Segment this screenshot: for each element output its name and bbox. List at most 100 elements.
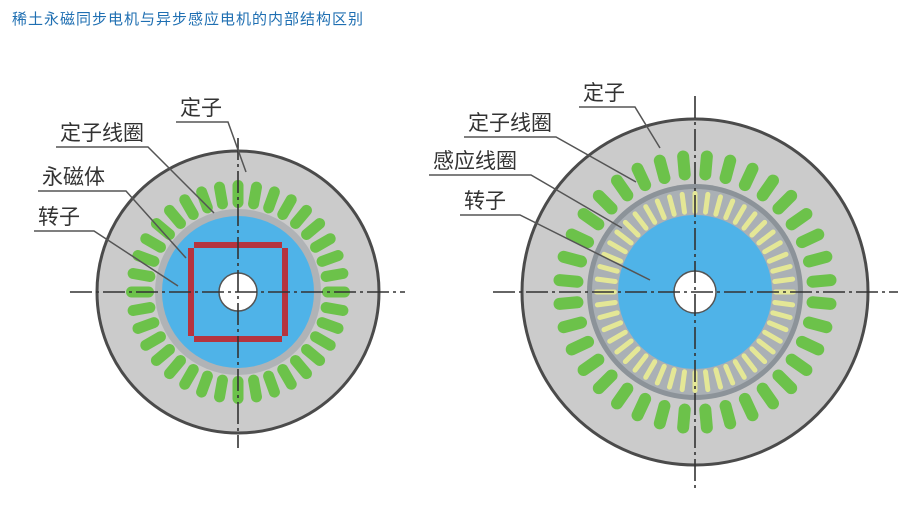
stator-coil [140, 233, 166, 253]
rotor-bar [632, 353, 649, 373]
stator-coil [316, 250, 344, 267]
stator-coil [592, 369, 618, 395]
stator-coil [316, 317, 344, 334]
im-stator-coil-label: 定子线圈 [468, 111, 552, 135]
stator-coil [248, 181, 262, 210]
rotor-bar [723, 363, 736, 386]
stator-coil [592, 189, 618, 215]
pmsm-magnet-label: 永磁体 [42, 165, 105, 189]
rotor-bar [597, 310, 620, 320]
rotor-bar [703, 369, 711, 393]
stator-coil [127, 268, 156, 282]
rotor-bar [732, 204, 747, 225]
stator-coil [557, 250, 588, 268]
stator-coil [150, 218, 175, 240]
stator-coil [802, 250, 833, 268]
rotor-bar [766, 251, 789, 264]
rotor-bar [654, 198, 667, 221]
stator-coil [132, 317, 160, 334]
rotor-bar [732, 359, 747, 380]
im-induction-coil-leader-line [429, 174, 623, 229]
stator-coil [214, 374, 228, 403]
im-stator-coil-leader-line [464, 136, 637, 183]
rotor-bar [770, 264, 793, 274]
rotor-bar [622, 219, 641, 238]
rotor-bar [667, 367, 677, 390]
rotor-bar [762, 240, 783, 255]
stator-coil [127, 302, 156, 316]
stator-coil [610, 382, 634, 410]
rotor-bar [703, 191, 711, 215]
pmsm-stator-coil-leader-line [56, 146, 215, 214]
stator-coil [772, 369, 798, 395]
rotor-bar [766, 320, 789, 333]
stator-coil [719, 399, 737, 430]
stator-coil [320, 268, 349, 282]
stator-coil [677, 150, 691, 181]
rotor-bar [597, 264, 620, 274]
stator-coil [738, 162, 759, 192]
stator-coil [785, 207, 813, 231]
pmsm-rotor-leader-line [34, 230, 179, 287]
stator-coil [263, 370, 280, 398]
stator-coils [126, 180, 350, 404]
stator-coil [653, 154, 671, 185]
page-title: 稀土永磁同步电机与异步感应电机的内部结构区别 [12, 10, 365, 28]
stator-coil [164, 355, 186, 380]
rotor-bar [723, 198, 736, 221]
stator-coil [772, 189, 798, 215]
stator-coil [248, 374, 262, 403]
pmsm-stator-coil-label: 定子线圈 [60, 121, 144, 145]
stator-coil [214, 181, 228, 210]
stator-coil [277, 194, 297, 220]
rotor-bar [679, 369, 687, 393]
stator-coil [795, 335, 825, 356]
rotor-bar [713, 194, 723, 217]
stator-coil [806, 296, 837, 310]
stator-coil [653, 399, 671, 430]
rotor-bar [713, 367, 723, 390]
rotor-bar [749, 346, 768, 365]
rotor-bar [632, 211, 649, 231]
stator-coil [677, 403, 691, 434]
im-rotor-leader-line [460, 214, 651, 281]
im-stator-leader-line [579, 106, 661, 149]
rotor-bar [607, 329, 628, 344]
rotor-bar [594, 300, 618, 308]
stator-coil [553, 274, 584, 288]
rotor-bar [679, 191, 687, 215]
rotor-bar [756, 338, 776, 355]
stator-coil [565, 335, 595, 356]
stator-coil [232, 180, 244, 208]
stator-coil [795, 228, 825, 249]
stator-coil [310, 233, 336, 253]
stator-coil [164, 204, 186, 229]
stator-coil [301, 344, 326, 366]
pmsm-stator-label: 定子 [180, 96, 222, 120]
rotor-bar [741, 353, 758, 373]
stator-coil [277, 364, 297, 390]
stator-coil [756, 174, 780, 202]
stator-coil [553, 296, 584, 310]
stator-coil [610, 174, 634, 202]
rotor-bar [756, 229, 776, 246]
rotor-bar [749, 219, 768, 238]
stator-coil [196, 370, 213, 398]
pmsm-stator-leader-line [176, 121, 247, 173]
im-induction-coil-label: 感应线圈 [433, 149, 517, 173]
rotor-bars [594, 191, 796, 393]
rotor-bar [770, 310, 793, 320]
stator-coil [756, 382, 780, 410]
rotor-bar [772, 276, 796, 284]
im-stator-label: 定子 [583, 81, 625, 105]
stator-coil [290, 355, 312, 380]
rotor-bar [601, 251, 624, 264]
rotor-bar [667, 194, 677, 217]
pmsm-magnet-leader-line [38, 190, 187, 259]
stator-coil [631, 392, 652, 422]
stator-coil [577, 207, 605, 231]
rotor-bar [772, 300, 796, 308]
